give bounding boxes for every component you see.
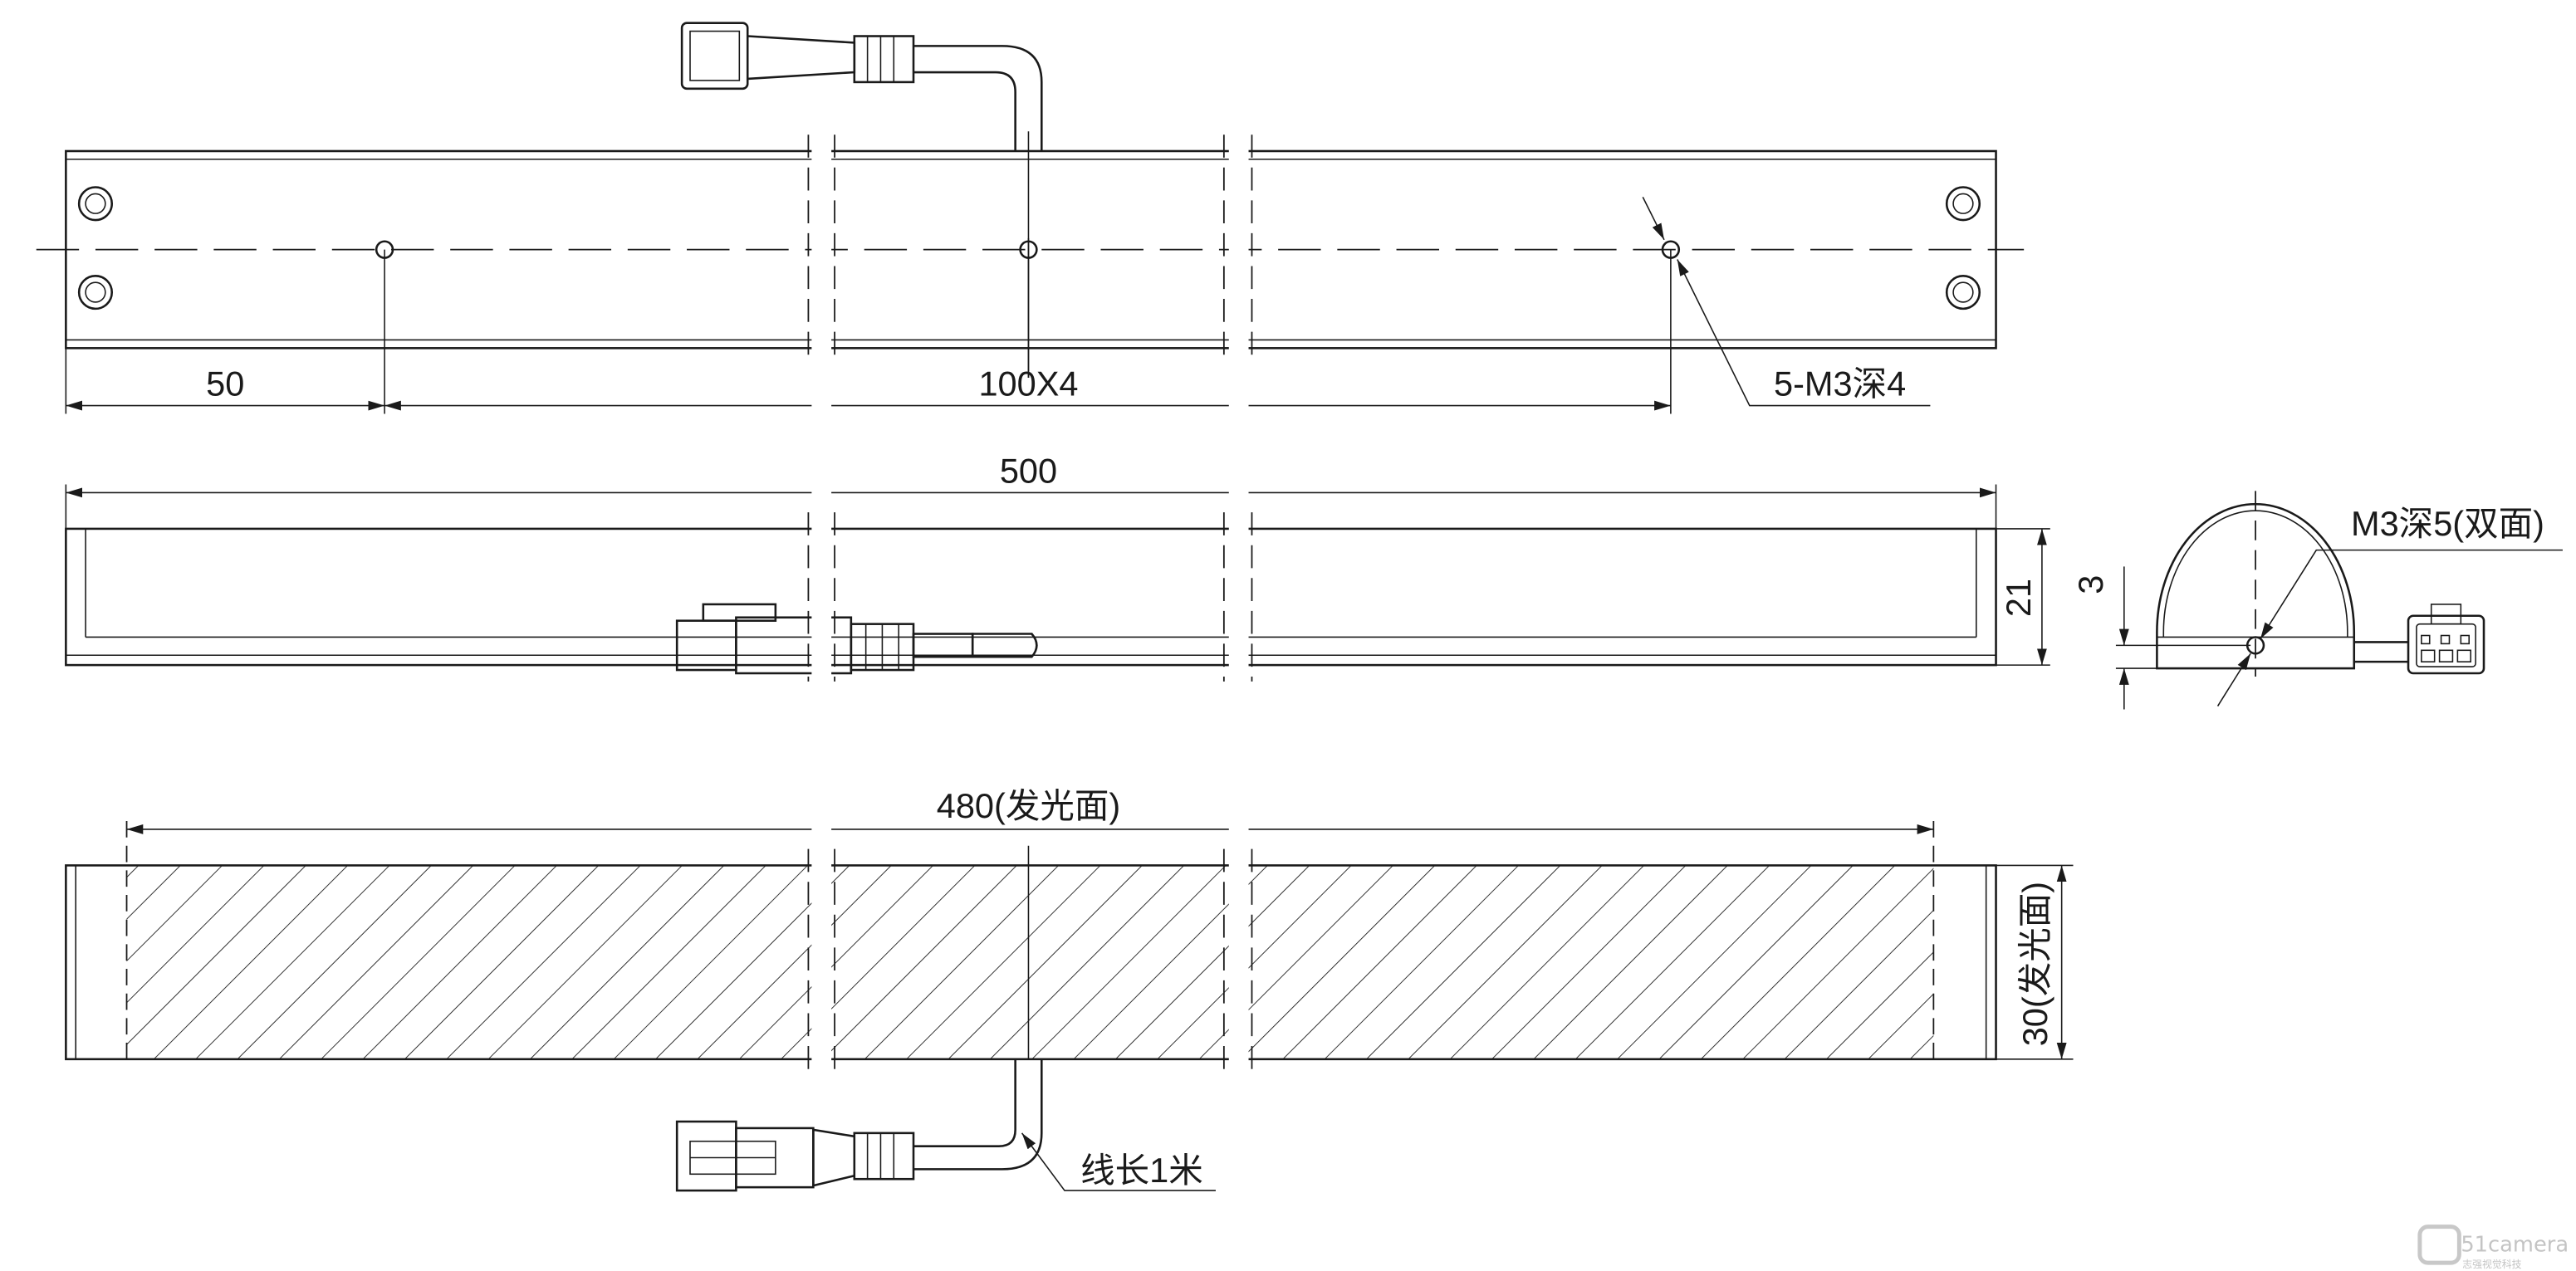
cable-length-note: 线长1米	[1080, 1151, 1203, 1190]
front-cable-connector	[675, 1058, 1043, 1192]
dim-length: 500	[1000, 452, 1057, 491]
mounting-screw-holes	[77, 186, 1981, 310]
side-view: 500 21	[65, 452, 2050, 675]
hole-note-end: M3深5(双面)	[2351, 504, 2544, 543]
watermark-logo: 51camera 志强视觉科技	[2417, 1225, 2569, 1270]
end-connector	[2407, 604, 2485, 675]
side-cable-connector	[675, 603, 1038, 675]
dim-height: 21	[1999, 579, 2038, 617]
hole-note-top: 5-M3深4	[1774, 364, 1906, 403]
break-lines	[807, 131, 1253, 1117]
side-body-outline	[65, 527, 1997, 667]
dim-offset-3: 3	[2071, 575, 2110, 594]
emitting-area-hatch	[126, 865, 1934, 1059]
end-profile	[2156, 503, 2356, 670]
end-view: 3 M3深5(双面)	[2071, 491, 2563, 710]
dim-emitting-length: 480(发光面)	[937, 786, 1120, 825]
camera-logo-icon	[2417, 1225, 2461, 1265]
watermark-brand: 51camera	[2461, 1232, 2569, 1257]
watermark-subtitle: 志强视觉科技	[2462, 1259, 2521, 1270]
dim-emitting-width: 30(发光面)	[2015, 882, 2054, 1046]
top-view: 50 100X4 5-M3深4	[36, 22, 2025, 414]
top-cable-connector	[680, 22, 1043, 151]
front-body-outline	[65, 864, 1997, 1061]
dim-offset-50: 50	[206, 364, 244, 403]
front-view: 480(发光面) 30(发光面) 线长1米	[65, 786, 2074, 1192]
